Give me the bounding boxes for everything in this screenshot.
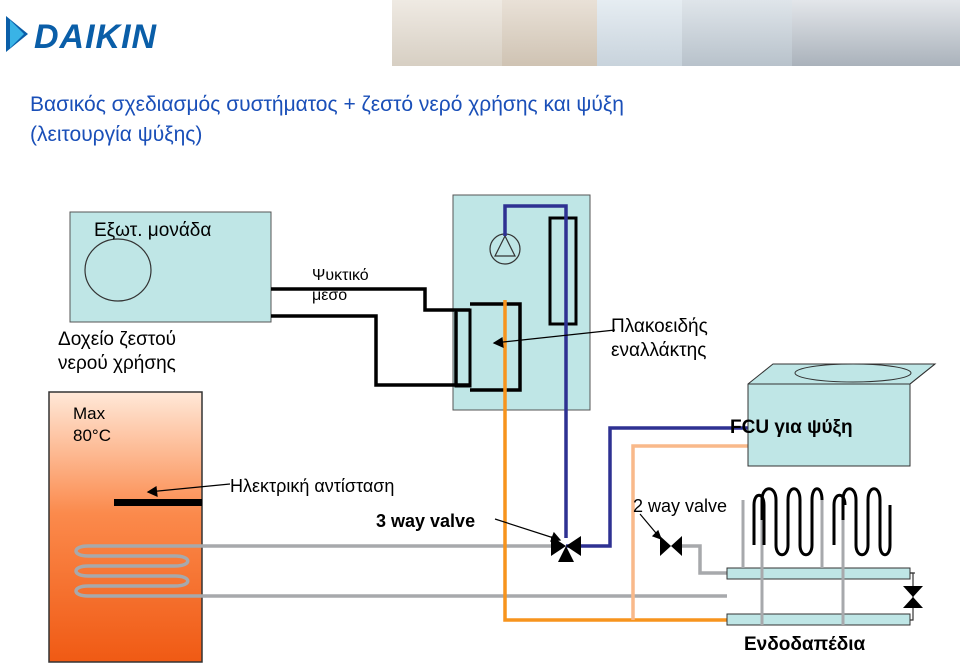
two-way-valve-icon-right[interactable]	[671, 536, 682, 556]
outdoor-unit-label: Εξωτ. μονάδα	[94, 220, 212, 241]
pipe-blue-from-unit	[503, 204, 568, 538]
three-way-valve-icon-bottom[interactable]	[558, 546, 574, 562]
bypass-valve-icon-bottom[interactable]	[903, 597, 923, 608]
tank-label-line-2: νερού χρήσης	[58, 353, 176, 374]
underfloor-label: Ενδοδαπέδια	[744, 634, 866, 655]
max-temp-label: Max 80°C	[73, 403, 111, 447]
three-way-valve-icon-right[interactable]	[566, 536, 581, 556]
max-temp-line-2: 80°C	[73, 426, 111, 445]
electric-heater-icon	[114, 499, 202, 506]
refrigerant-line-bottom	[271, 314, 470, 387]
pump-icon	[489, 233, 521, 265]
fcu-edge-2	[909, 363, 936, 385]
refrigerant-line-top	[271, 287, 470, 312]
header-photo-strip	[392, 0, 960, 66]
refrigerant-label: Ψυκτικό μέσο	[312, 266, 369, 306]
manifold-return	[726, 613, 911, 626]
plate-hx-icon	[454, 308, 472, 388]
title-line-1: Βασικός σχεδιασμός συστήματος + ζεστό νε…	[30, 93, 624, 116]
fcu-fan-icon	[794, 363, 912, 383]
outdoor-unit-fan-icon	[84, 238, 152, 302]
bypass-valve-icon[interactable]	[903, 586, 923, 597]
photo-office	[597, 0, 682, 66]
indoor-coil-icon	[548, 216, 578, 326]
callout-arrows	[146, 329, 663, 542]
photo-family	[392, 0, 502, 66]
two-way-valve-label: 2 way valve	[633, 496, 728, 516]
photo-living-room	[682, 0, 792, 66]
fcu-label: FCU για ψύξη	[730, 417, 853, 438]
two-way-valve-icon[interactable]	[660, 536, 671, 556]
refrigerant-label-line-1: Ψυκτικό	[312, 267, 369, 284]
photo-relax	[502, 0, 597, 66]
plate-hx-outline	[470, 302, 522, 392]
manifold-supply	[726, 567, 911, 580]
plate-hx-label-line-1: Πλακοειδής	[611, 316, 708, 337]
heater-label: Ηλεκτρική αντίσταση	[230, 476, 395, 496]
pipe-blue-to-fcu	[566, 426, 748, 548]
max-temp-line-1: Max	[73, 404, 106, 423]
pipe-light-orange-fcu	[631, 444, 748, 620]
logo-mark-lightblue	[10, 20, 24, 48]
tank-label-line-1: Δοχείο ζεστού	[58, 329, 177, 350]
daikin-logo: DAIKIN	[34, 18, 158, 56]
pipe-grey-to-manifold	[682, 544, 727, 575]
tank-label: Δοχείο ζεστού νερού χρήσης	[58, 328, 176, 376]
title-line-2: (λειτουργία ψύξης)	[30, 123, 203, 146]
photo-interior	[792, 0, 960, 66]
pipe-orange-return	[503, 300, 727, 622]
three-way-valve-label: 3 way valve	[376, 511, 476, 531]
refrigerant-label-line-2: μέσο	[312, 287, 348, 304]
page-title: Βασικός σχεδιασμός συστήματος + ζεστό νε…	[30, 90, 830, 150]
plate-hx-label: Πλακοειδής εναλλάκτης	[611, 315, 708, 363]
pump-triangle-icon	[494, 234, 516, 257]
hot-water-tank	[48, 391, 203, 663]
tank-coil-icon	[74, 544, 202, 598]
plate-hx-label-line-2: εναλλάκτης	[611, 340, 707, 361]
underfloor-risers	[741, 500, 845, 625]
underfloor-coils-icon	[754, 487, 892, 557]
